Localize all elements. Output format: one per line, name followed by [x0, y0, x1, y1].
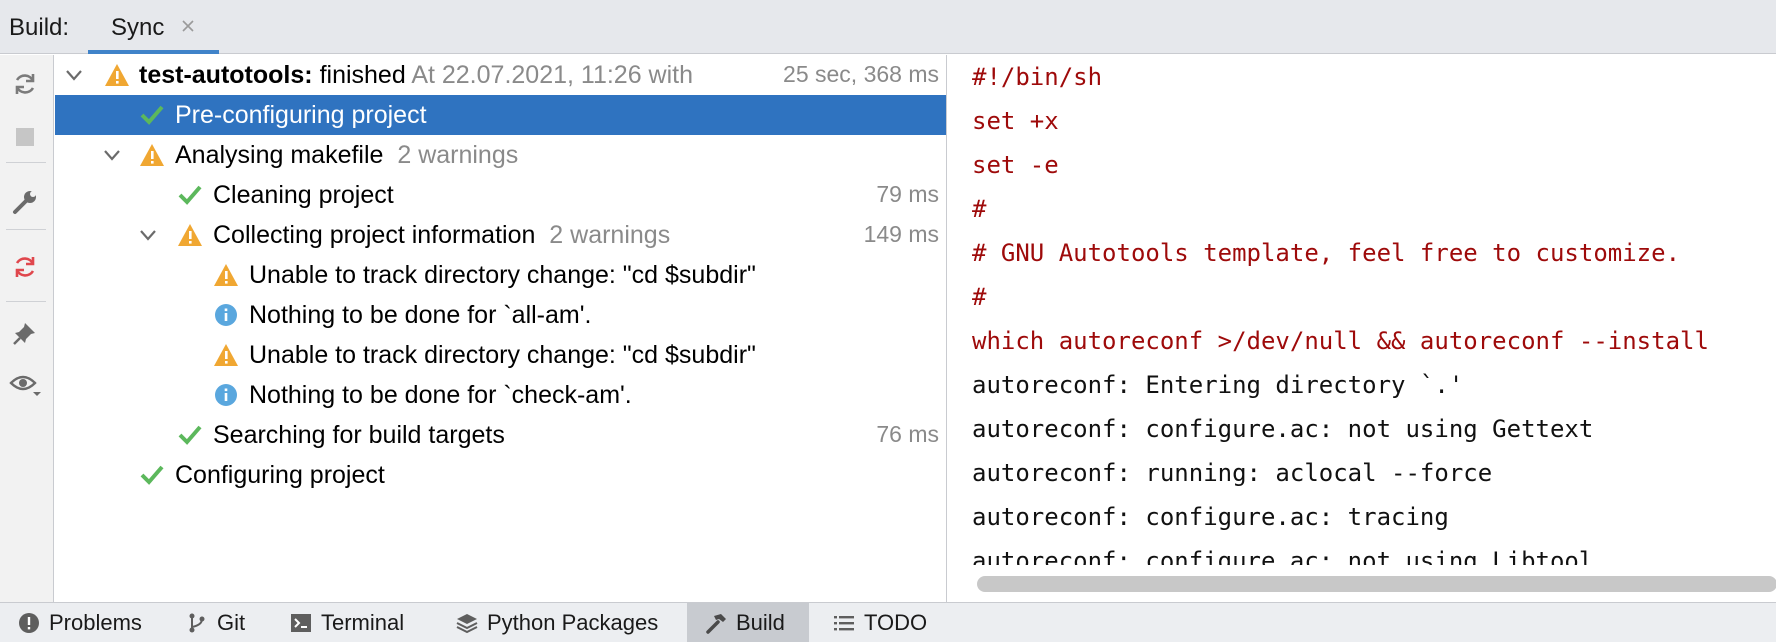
refresh-red-icon[interactable]: [9, 251, 41, 283]
tab-build[interactable]: Build: [687, 603, 809, 642]
tree-row-label: Cleaning project: [213, 181, 394, 209]
toolbar-separator: [6, 162, 46, 163]
tab-terminal-label: Terminal: [321, 610, 405, 635]
splitter[interactable]: [946, 55, 947, 602]
warning-icon: [105, 64, 129, 86]
warning-icon: [140, 144, 164, 166]
tab-active-indicator: [88, 50, 219, 54]
bottom-tool-bar: Problems Git Terminal Python Packages Bu…: [0, 602, 1776, 642]
pin-icon[interactable]: [9, 317, 41, 349]
tree-row-info[interactable]: Nothing to be done for `all-am'.: [55, 295, 947, 335]
checkmark-icon: [140, 105, 164, 125]
console-line: autoreconf: configure.ac: not using Gett…: [972, 415, 1594, 443]
chevron-down-icon[interactable]: [64, 65, 84, 85]
console-line: set -e: [972, 151, 1059, 179]
info-icon: [215, 304, 237, 326]
chevron-down-icon[interactable]: [102, 145, 122, 165]
tree-row-label: Nothing to be done for `all-am'.: [249, 301, 592, 329]
console-line: set +x: [972, 107, 1059, 135]
chevron-down-icon[interactable]: [138, 225, 158, 245]
root-name: test-autotools:: [139, 61, 313, 89]
tab-problems[interactable]: Problems: [18, 603, 142, 642]
tab-build-label: Build: [736, 610, 785, 635]
warnings-count: 2 warnings: [397, 141, 519, 169]
tool-window-title: Build:: [9, 14, 70, 41]
stop-icon[interactable]: [9, 121, 41, 153]
layers-icon: [456, 612, 478, 634]
tree-row-warning[interactable]: Unable to track directory change: "cd $s…: [55, 335, 947, 375]
tab-todo-label: TODO: [864, 610, 928, 635]
tree-row-label: Searching for build targets: [213, 421, 505, 449]
tree-row-label: Collecting project information: [213, 221, 536, 249]
side-toolbar: [0, 55, 54, 602]
tree-row-warning[interactable]: Unable to track directory change: "cd $s…: [55, 255, 947, 295]
console-line: #: [972, 195, 987, 223]
console-line: # GNU Autotools template, feel free to c…: [972, 239, 1681, 267]
root-detail: At 22.07.2021, 11:26 with: [411, 61, 694, 89]
tab-problems-label: Problems: [49, 610, 142, 635]
tab-todo[interactable]: TODO: [833, 603, 927, 642]
root-duration: 25 sec, 368 ms: [779, 61, 939, 88]
tab-terminal[interactable]: Terminal: [290, 603, 404, 642]
problems-icon: [18, 612, 40, 634]
warning-icon: [214, 344, 238, 366]
eye-icon[interactable]: [9, 369, 41, 401]
tree-row-label: Analysing makefile: [175, 141, 384, 169]
toolbar-separator: [6, 229, 46, 230]
tree-row-collecting-info[interactable]: Collecting project information 2 warning…: [55, 215, 947, 255]
tree-row-cleaning-project[interactable]: Cleaning project 79 ms: [55, 175, 947, 215]
tree-row-root[interactable]: test-autotools: finished At 22.07.2021, …: [55, 55, 947, 95]
tree-row-label: Configuring project: [175, 461, 385, 489]
tree-row-label: Unable to track directory change: "cd $s…: [249, 261, 756, 289]
checkmark-icon: [178, 185, 202, 205]
console-line: #: [972, 283, 987, 311]
warning-icon: [214, 264, 238, 286]
tree-row-searching-targets[interactable]: Searching for build targets 76 ms: [55, 415, 947, 455]
warnings-count: 2 warnings: [549, 221, 671, 249]
row-duration: 149 ms: [863, 221, 939, 247]
checkmark-icon: [140, 465, 164, 485]
tree-row-configuring-project[interactable]: Configuring project: [55, 455, 947, 495]
tree-row-analysing-makefile[interactable]: Analysing makefile 2 warnings: [55, 135, 947, 175]
tree-row-label: Pre-configuring project: [175, 101, 427, 129]
git-branch-icon: [186, 612, 208, 634]
warning-icon: [178, 224, 202, 246]
hammer-icon: [705, 612, 727, 634]
console-line: autoreconf: Entering directory `.': [972, 371, 1464, 399]
terminal-icon: [290, 612, 312, 634]
tab-python-packages[interactable]: Python Packages: [456, 603, 658, 642]
list-icon: [833, 612, 855, 634]
sync-icon[interactable]: [9, 68, 41, 100]
console-line: #!/bin/sh: [972, 63, 1103, 91]
row-duration: 76 ms: [876, 421, 939, 447]
toolbar-separator: [6, 301, 46, 302]
console-output[interactable]: #!/bin/sh set +x set -e # # GNU Autotool…: [947, 55, 1776, 602]
tab-python-packages-label: Python Packages: [487, 610, 659, 635]
tab-sync-label: Sync: [111, 14, 165, 41]
horizontal-scrollbar[interactable]: [977, 576, 1776, 592]
info-icon: [215, 384, 237, 406]
wrench-icon[interactable]: [9, 186, 41, 218]
tree-row-info[interactable]: Nothing to be done for `check-am'.: [55, 375, 947, 415]
checkmark-icon: [178, 425, 202, 445]
console-line: autoreconf: running: aclocal --force: [972, 459, 1493, 487]
console-line: autoreconf: configure.ac: tracing: [972, 503, 1449, 531]
root-status: finished: [319, 61, 406, 89]
tree-row-label: Unable to track directory change: "cd $s…: [249, 341, 756, 369]
row-duration: 79 ms: [876, 181, 939, 207]
tree-row-label: Nothing to be done for `check-am'.: [249, 381, 632, 409]
tab-git-label: Git: [217, 610, 246, 635]
build-tree: test-autotools: finished At 22.07.2021, …: [55, 55, 947, 602]
tab-git[interactable]: Git: [186, 603, 245, 642]
tool-window-header: Build: Sync: [0, 0, 1776, 54]
tab-sync[interactable]: Sync: [88, 0, 219, 54]
console-line: which autoreconf >/dev/null && autorecon…: [972, 327, 1709, 355]
tree-row-pre-configuring[interactable]: Pre-configuring project: [55, 95, 947, 135]
close-icon[interactable]: [180, 18, 196, 34]
